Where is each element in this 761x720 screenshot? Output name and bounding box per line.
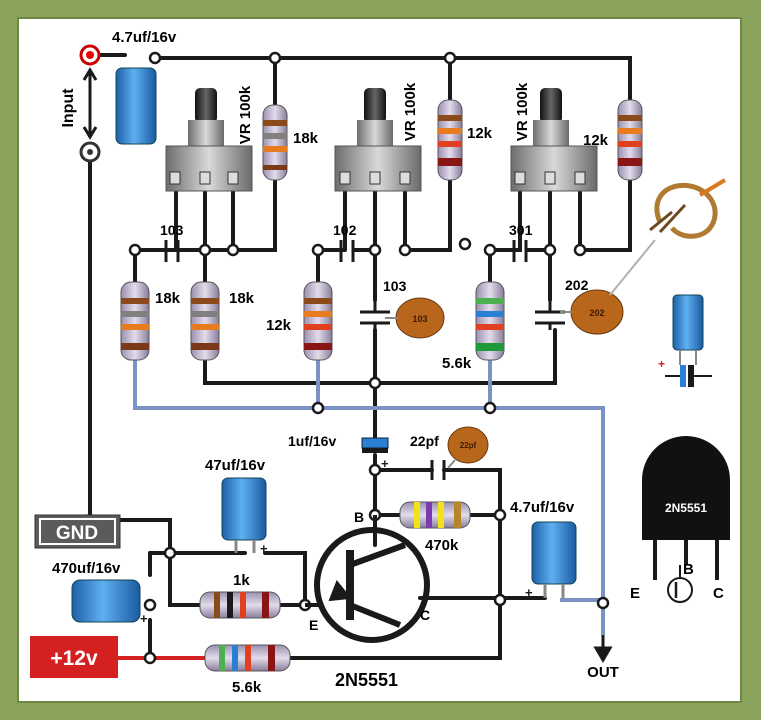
cap-out-label: 4.7uf/16v bbox=[510, 499, 575, 516]
resistor-5k6-bottom-label: 5.6k bbox=[232, 679, 262, 696]
resistor-5k6-bottom bbox=[204, 644, 291, 672]
resistor-12k-top-mid-label: 12k bbox=[467, 125, 493, 142]
cap-1uf: + bbox=[361, 437, 389, 471]
cap-103-disc-label: 103 bbox=[412, 314, 427, 324]
resistor-18k-top bbox=[262, 104, 288, 181]
svg-text:+: + bbox=[658, 357, 665, 371]
cap-103-mid-label: 103 bbox=[383, 278, 407, 294]
pot-2-label: VR 100k bbox=[402, 82, 419, 141]
pot-3-label: VR 100k bbox=[514, 82, 531, 141]
supply-box bbox=[30, 636, 118, 678]
resistor-18k-top-label: 18k bbox=[293, 130, 319, 147]
cap-202-disc bbox=[560, 289, 624, 335]
cap-202-label: 202 bbox=[565, 277, 589, 293]
resistor-12k-top-right bbox=[617, 99, 643, 181]
cap-103-left-label: 103 bbox=[160, 222, 184, 238]
transistor-pin-e: E bbox=[309, 617, 318, 633]
transistor-pin-b: B bbox=[354, 509, 364, 525]
svg-text:+: + bbox=[260, 541, 268, 556]
wire-signal-blue bbox=[133, 360, 605, 635]
cap-102 bbox=[339, 240, 355, 262]
cap-470uf: + bbox=[71, 579, 148, 626]
cap-103-mid bbox=[360, 300, 390, 330]
resistor-12k-top-mid bbox=[437, 99, 463, 181]
transistor-pinout bbox=[642, 436, 730, 603]
resistor-12k-mid bbox=[303, 281, 333, 361]
logo bbox=[649, 178, 727, 239]
gnd-label: GND bbox=[56, 523, 98, 544]
cap-22pf-label: 22pf bbox=[410, 433, 439, 449]
cap-470uf-label: 470uf/16v bbox=[52, 560, 121, 577]
svg-text:+: + bbox=[163, 62, 171, 78]
input-label: Input bbox=[60, 88, 77, 128]
cap-202-disc-label: 202 bbox=[589, 308, 604, 318]
cap-out: + bbox=[525, 521, 577, 600]
logo-arrow bbox=[609, 239, 656, 296]
resistor-18k-left-label: 18k bbox=[155, 290, 181, 307]
svg-text:+: + bbox=[140, 611, 148, 626]
wire-top-rail bbox=[153, 56, 632, 102]
pot-1-label: VR 100k bbox=[237, 85, 254, 144]
out-arrow-icon bbox=[593, 635, 613, 663]
resistor-12k-mid-label: 12k bbox=[266, 317, 292, 334]
cap-102-label: 102 bbox=[333, 222, 357, 238]
cap-47uf: + bbox=[221, 477, 268, 556]
cap-301 bbox=[512, 240, 528, 262]
supply-label: +12v bbox=[50, 647, 98, 670]
cap-103-left bbox=[164, 240, 180, 262]
resistor-1k bbox=[199, 591, 281, 619]
svg-text:+: + bbox=[525, 585, 533, 600]
gnd-box bbox=[34, 514, 121, 549]
cap-22pf bbox=[430, 460, 446, 480]
cap-22pf-disc-label: 22pf bbox=[460, 441, 477, 450]
resistor-18k-mid bbox=[190, 281, 220, 361]
cap-301-label: 301 bbox=[509, 222, 533, 238]
resistor-18k-left bbox=[120, 281, 150, 361]
pinout-body-label: 2N5551 bbox=[665, 501, 707, 515]
resistor-470k-label: 470k bbox=[425, 537, 459, 554]
resistor-470k bbox=[399, 501, 471, 529]
pinout-e: E bbox=[630, 585, 640, 602]
cap-legend: + bbox=[658, 294, 712, 387]
cap-22pf-disc bbox=[447, 426, 489, 469]
cap-1uf-label: 1uf/16v bbox=[288, 433, 336, 449]
pinout-b: B bbox=[683, 561, 694, 578]
pinout-c: C bbox=[713, 585, 724, 602]
cap-47uf-label: 47uf/16v bbox=[205, 457, 266, 474]
junctions bbox=[83, 51, 610, 665]
out-label: OUT bbox=[587, 664, 619, 681]
resistor-5k6-mid bbox=[475, 281, 505, 361]
pot-1[interactable] bbox=[165, 88, 253, 192]
cap-input: + bbox=[115, 62, 171, 145]
pot-2[interactable] bbox=[334, 88, 422, 192]
cap-103-disc bbox=[385, 297, 445, 339]
transistor-label: 2N5551 bbox=[335, 670, 398, 690]
resistor-1k-label: 1k bbox=[233, 572, 250, 589]
resistor-12k-top-right-label: 12k bbox=[583, 132, 609, 149]
pot-3[interactable] bbox=[510, 88, 598, 192]
resistor-5k6-mid-label: 5.6k bbox=[442, 355, 472, 372]
transistor-pin-c: C bbox=[420, 607, 430, 623]
input-arrow-icon bbox=[82, 67, 98, 140]
transistor-symbol bbox=[305, 515, 430, 643]
svg-text:+: + bbox=[381, 456, 389, 471]
cap-input-label: 4.7uf/16v bbox=[112, 29, 177, 46]
resistor-18k-mid-label: 18k bbox=[229, 290, 255, 307]
